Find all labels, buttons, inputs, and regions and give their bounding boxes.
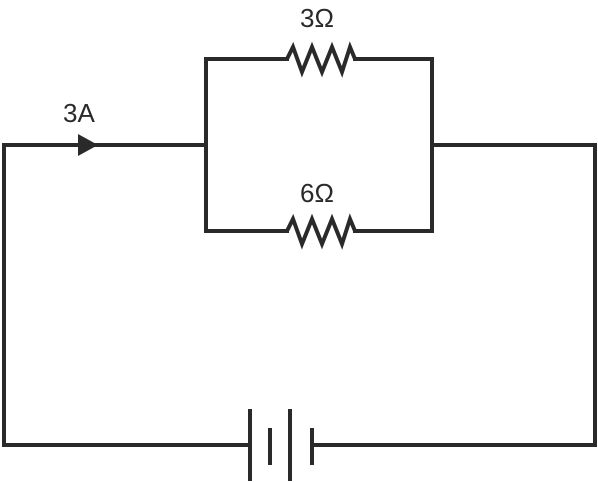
resistor-bottom-label: 6Ω bbox=[300, 178, 334, 208]
left-wire bbox=[2, 143, 252, 447]
current-label: 3A bbox=[63, 98, 95, 128]
right-wire bbox=[310, 143, 597, 447]
resistor-top-symbol bbox=[285, 41, 357, 78]
resistor-top-label: 3Ω bbox=[300, 3, 334, 33]
current-arrow-icon bbox=[78, 134, 98, 156]
resistor-bottom-symbol bbox=[285, 213, 357, 250]
